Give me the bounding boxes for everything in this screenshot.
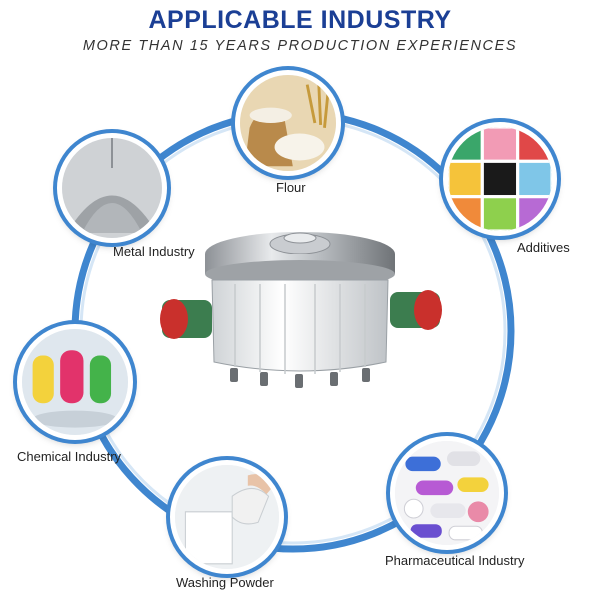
metal-industry-image <box>57 133 167 243</box>
industry-label-metal: Metal Industry <box>113 244 195 259</box>
pills-icon <box>395 441 499 545</box>
page-title: APPLICABLE INDUSTRY <box>148 6 452 34</box>
industry-label-pharmaceutical: Pharmaceutical Industry <box>385 553 525 568</box>
industry-label-additives: Additives <box>517 240 570 255</box>
industry-label-flour: Flour <box>276 180 306 195</box>
flour-sack-icon <box>240 75 336 171</box>
page-subtitle: MORE THAN 15 YEARS PRODUCTION EXPERIENCE… <box>82 38 518 54</box>
vibrating-sieve-machine <box>160 232 442 388</box>
flour-image <box>235 70 341 176</box>
washing-powder-icon <box>175 465 279 569</box>
candy-tray-icon <box>448 127 552 231</box>
pharmaceutical-image <box>390 436 504 550</box>
metal-powder-icon <box>62 138 162 238</box>
washing-powder-image <box>170 460 284 574</box>
chemical-industry-image <box>17 324 133 440</box>
chemical-granules-icon <box>22 329 128 435</box>
industry-label-chemical: Chemical Industry <box>17 449 122 464</box>
industry-label-washing: Washing Powder <box>176 575 274 590</box>
additives-image <box>443 122 557 236</box>
